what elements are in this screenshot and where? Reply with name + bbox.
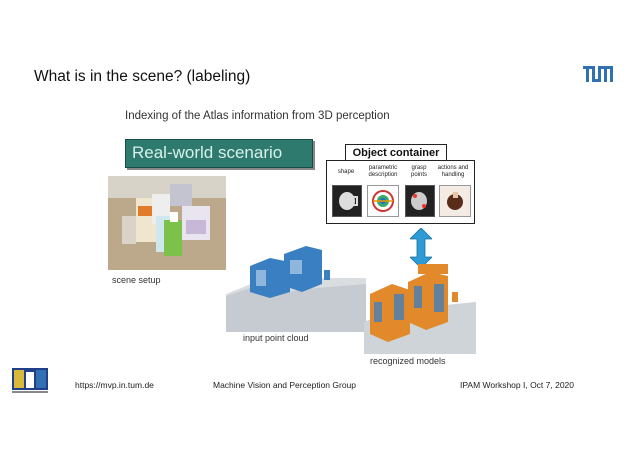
slide-subtitle: Indexing of the Atlas information from 3… bbox=[125, 110, 390, 122]
tum-logo bbox=[583, 66, 613, 82]
column-label-parametric: parametric description bbox=[368, 165, 398, 178]
footer-event: IPAM Workshop I, Oct 7, 2020 bbox=[460, 380, 575, 390]
input-cloud-label: input point cloud bbox=[243, 333, 309, 343]
real-world-scenario-banner: Real-world scenario bbox=[125, 139, 313, 168]
footer-group: Machine Vision and Perception Group bbox=[213, 380, 357, 390]
column-label-actions: actions and handling bbox=[437, 165, 469, 178]
column-label-shape: shape bbox=[337, 169, 355, 175]
recognized-models-image bbox=[364, 264, 476, 354]
group-logo bbox=[12, 368, 48, 393]
object-container-title: Object container bbox=[352, 147, 440, 159]
object-container-panel: shape parametric description grasp point… bbox=[326, 160, 475, 224]
parametric-thumbnail bbox=[367, 185, 399, 217]
footer-url[interactable]: https://mvp.in.tum.de bbox=[75, 380, 154, 390]
grasp-thumbnail bbox=[405, 185, 435, 217]
scene-setup-photo bbox=[108, 176, 226, 270]
actions-thumbnail bbox=[439, 185, 471, 217]
real-world-scenario-label: Real-world scenario bbox=[132, 143, 283, 162]
shape-thumbnail bbox=[332, 185, 362, 217]
input-point-cloud-image bbox=[226, 246, 366, 332]
column-label-grasp: grasp points bbox=[410, 165, 427, 178]
scene-setup-label: scene setup bbox=[112, 275, 161, 285]
recognized-models-label: recognized models bbox=[370, 356, 446, 366]
double-arrow-icon bbox=[410, 228, 432, 268]
slide-title: What is in the scene? (labeling) bbox=[34, 68, 251, 85]
